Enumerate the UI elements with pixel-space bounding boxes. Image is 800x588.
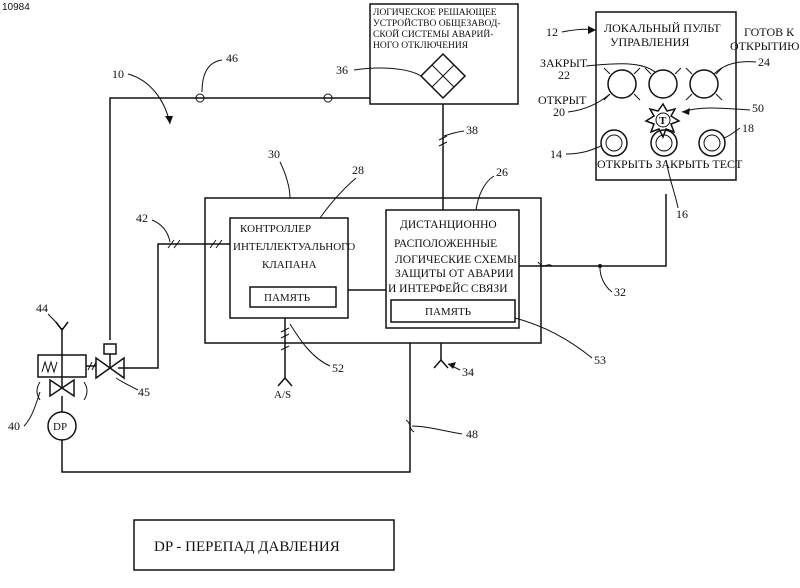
leader-46	[202, 60, 222, 92]
leader-30	[280, 162, 290, 198]
label-ready: ГОТОВ К ОТКРЫТИЮ	[730, 25, 799, 53]
leader-44	[48, 314, 60, 328]
page-id: 10984	[2, 2, 30, 13]
ref-52: 52	[332, 361, 344, 375]
dp-label: DP	[53, 421, 67, 433]
ref-28: 28	[352, 163, 364, 177]
ref-30: 30	[268, 147, 280, 161]
line-48	[62, 343, 410, 472]
ref-16: 16	[676, 207, 688, 221]
ref-50: 50	[752, 101, 764, 115]
remote-memory-label: ПАМЯТЬ	[425, 306, 471, 318]
pilot-actuator	[104, 344, 116, 354]
ref-46: 46	[226, 51, 238, 65]
line-42	[118, 244, 230, 368]
leader-48	[412, 426, 462, 434]
spring-symbol	[42, 362, 57, 372]
ref-42: 42	[136, 211, 148, 225]
label-open-20: ОТКРЫТ 20	[538, 93, 589, 119]
leader-26	[476, 176, 494, 210]
ref-10: 10	[112, 67, 124, 81]
leader-53	[515, 318, 592, 358]
svg-text:T: T	[659, 115, 667, 127]
ref-34: 34	[462, 365, 474, 379]
junction	[598, 264, 602, 268]
ref-44: 44	[36, 301, 48, 315]
arrowhead	[165, 116, 173, 124]
ref-45: 45	[138, 385, 150, 399]
pilot-valve-left	[96, 358, 110, 378]
leader-52	[290, 324, 330, 366]
ref-18: 18	[742, 121, 754, 135]
leader-38	[444, 131, 464, 136]
ref-48: 48	[466, 427, 478, 441]
ref-38: 38	[466, 123, 478, 137]
leader-42	[152, 220, 170, 242]
ref-36: 36	[336, 63, 348, 77]
ref-24: 24	[758, 55, 770, 69]
ref-12: 12	[546, 25, 558, 39]
air-supply-symbol	[56, 322, 68, 330]
leader-10	[128, 74, 170, 124]
antenna-34-head	[434, 360, 448, 368]
arrowhead	[588, 26, 596, 34]
label-closed-22: ЗАКРЫТ 22	[540, 56, 590, 82]
panel-buttons-label: ОТКРЫТЬ ЗАКРЫТЬ ТЕСТ	[597, 157, 743, 171]
leader-32	[600, 268, 612, 292]
ref-26: 26	[496, 165, 508, 179]
ref-40: 40	[8, 419, 20, 433]
controller-memory-label: ПАМЯТЬ	[264, 292, 310, 304]
legend-text: DP - ПЕРЕПАД ДАВЛЕНИЯ	[154, 539, 340, 555]
leader-40	[24, 392, 40, 426]
ref-53: 53	[594, 353, 606, 367]
as-antenna	[278, 378, 292, 386]
ref-32: 32	[614, 285, 626, 299]
as-label: A/S	[274, 389, 291, 401]
ref-14: 14	[550, 147, 562, 161]
leader-45	[116, 378, 138, 390]
